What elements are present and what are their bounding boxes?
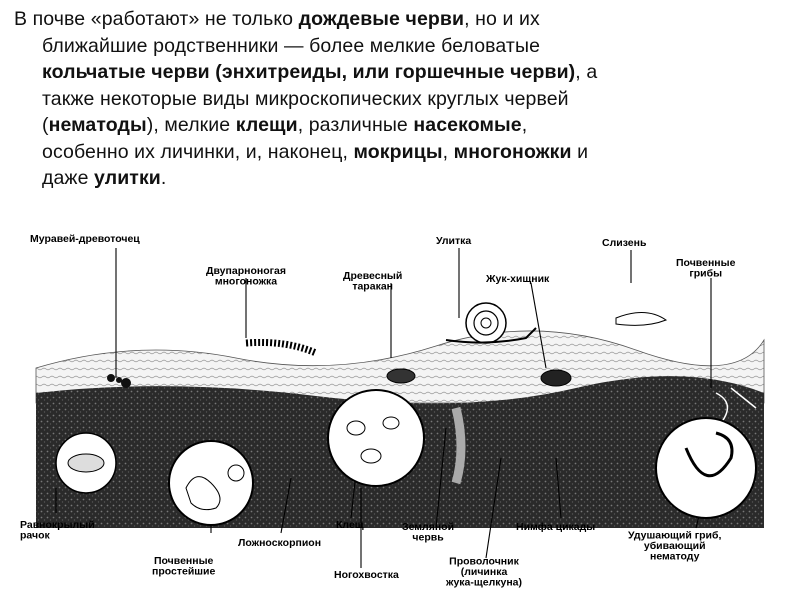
label-pseudoscorpion: Ложноскорпион xyxy=(238,537,322,549)
label-cockroach: Древесный таракан xyxy=(343,270,403,293)
label-line: Двупарноногая xyxy=(206,265,286,277)
leaf-litter xyxy=(35,330,765,404)
text-fragment: , xyxy=(442,140,454,163)
paragraph-line-2: ближайшие родственники — более мелкие бе… xyxy=(42,34,541,57)
label-line: простейшие xyxy=(152,566,216,578)
label-springtail: Ногохвостка xyxy=(334,569,399,581)
paragraph-line-5: (нематоды), мелкие клещи, различные насе… xyxy=(14,112,780,139)
label-millipede: Двупарноногая многоножка xyxy=(206,265,286,288)
earthworm-drawing xyxy=(451,406,466,485)
bold-term: кольчатые черви (энхитреиды, или горшечн… xyxy=(42,61,576,83)
paragraph-line-7: даже улитки. xyxy=(14,165,780,192)
label-line: Почвенные xyxy=(153,555,214,567)
label-mite: Клещ xyxy=(336,519,364,531)
soil-fauna-illustration: Муравей-древоточец Двупарноногая многоно… xyxy=(16,228,780,592)
label-line: убивающий xyxy=(643,540,706,552)
millipede-drawing xyxy=(245,338,318,357)
snail-drawing xyxy=(445,302,537,344)
label-line: Земляной xyxy=(402,521,455,533)
label-line: таракан xyxy=(352,281,394,293)
text-fragment: ), мелкие xyxy=(146,114,236,136)
label-earthworm: Земляной червь xyxy=(402,521,455,544)
bold-term: мокрицы xyxy=(353,140,443,163)
nematode-drawing xyxy=(684,431,734,478)
label-line: жука-щелкуна) xyxy=(446,576,523,589)
bold-term: дождевые черви xyxy=(298,8,465,30)
paragraph-line-1: В почве «работают» не только дождевые че… xyxy=(14,6,780,33)
label-line: грибы xyxy=(689,268,723,280)
label-line: Удушающий гриб, xyxy=(628,529,722,542)
cockroach-drawing xyxy=(386,368,416,384)
bold-term: многоножки xyxy=(453,140,572,163)
paragraph: В почве «работают» не только дождевые че… xyxy=(14,6,780,192)
bold-term: клещи xyxy=(235,114,298,136)
text-fragment: В почве «работают» не только xyxy=(14,8,299,30)
text-fragment: , а xyxy=(575,61,598,83)
bold-term: нематоды xyxy=(48,114,147,136)
label-line: Проволочник xyxy=(449,555,519,568)
text-fragment: ( xyxy=(42,114,49,136)
label-beetle: Жук-хищник xyxy=(486,273,550,285)
label-earwig: Равнокрылый рачок xyxy=(20,519,95,542)
ant-drawing xyxy=(107,374,131,388)
mites-drawing xyxy=(346,416,400,464)
label-slug: Слизень xyxy=(602,237,647,249)
protozoa-drawing xyxy=(185,476,221,511)
label-snail: Улитка xyxy=(436,235,472,247)
label-line: червь xyxy=(412,532,444,544)
label-cicada: Нимфа цикады xyxy=(516,521,596,533)
bold-term: насекомые xyxy=(413,114,522,136)
beetle-drawing xyxy=(540,369,572,387)
earwig-drawing xyxy=(67,453,105,473)
paragraph-line-4: также некоторые виды микроскопических кр… xyxy=(42,87,569,110)
bold-term: улитки xyxy=(94,167,161,189)
paragraph-line-3: кольчатые черви (энхитреиды, или горшечн… xyxy=(14,59,780,86)
text-fragment: и xyxy=(571,140,589,163)
fungi-drawing xyxy=(715,387,757,424)
text-fragment: даже xyxy=(42,167,95,189)
label-protozoa: Почвенные простейшие xyxy=(152,555,216,578)
label-line: рачок xyxy=(20,530,50,542)
text-fragment: , но и их xyxy=(464,8,540,30)
label-fungi: Почвенные грибы xyxy=(676,257,736,280)
label-line: (личинка xyxy=(460,566,508,578)
label-ant: Муравей-древоточец xyxy=(30,233,140,245)
text-fragment: , xyxy=(521,114,528,136)
soil-cross-section xyxy=(35,248,765,568)
label-line: нематоду xyxy=(649,550,700,563)
amoeba-drawing xyxy=(227,464,245,482)
label-wireworm: Проволочник (личинка жука-щелкуна) xyxy=(446,555,523,589)
text-fragment: . xyxy=(160,167,167,189)
label-line: Равнокрылый xyxy=(20,519,95,531)
label-line: Древесный xyxy=(343,270,403,282)
paragraph-line-6: особенно их личинки, и, наконец, мокрицы… xyxy=(14,139,780,166)
text-fragment: , различные xyxy=(297,114,414,136)
label-line: многоножка xyxy=(214,276,278,288)
slug-drawing xyxy=(615,312,668,326)
label-choking-fungus: Удушающий гриб, убивающий нематоду xyxy=(628,529,722,563)
text-fragment: особенно их личинки, и, наконец, xyxy=(42,140,354,163)
label-line: Почвенные xyxy=(676,257,736,269)
magnified-inset-circles xyxy=(55,389,757,526)
